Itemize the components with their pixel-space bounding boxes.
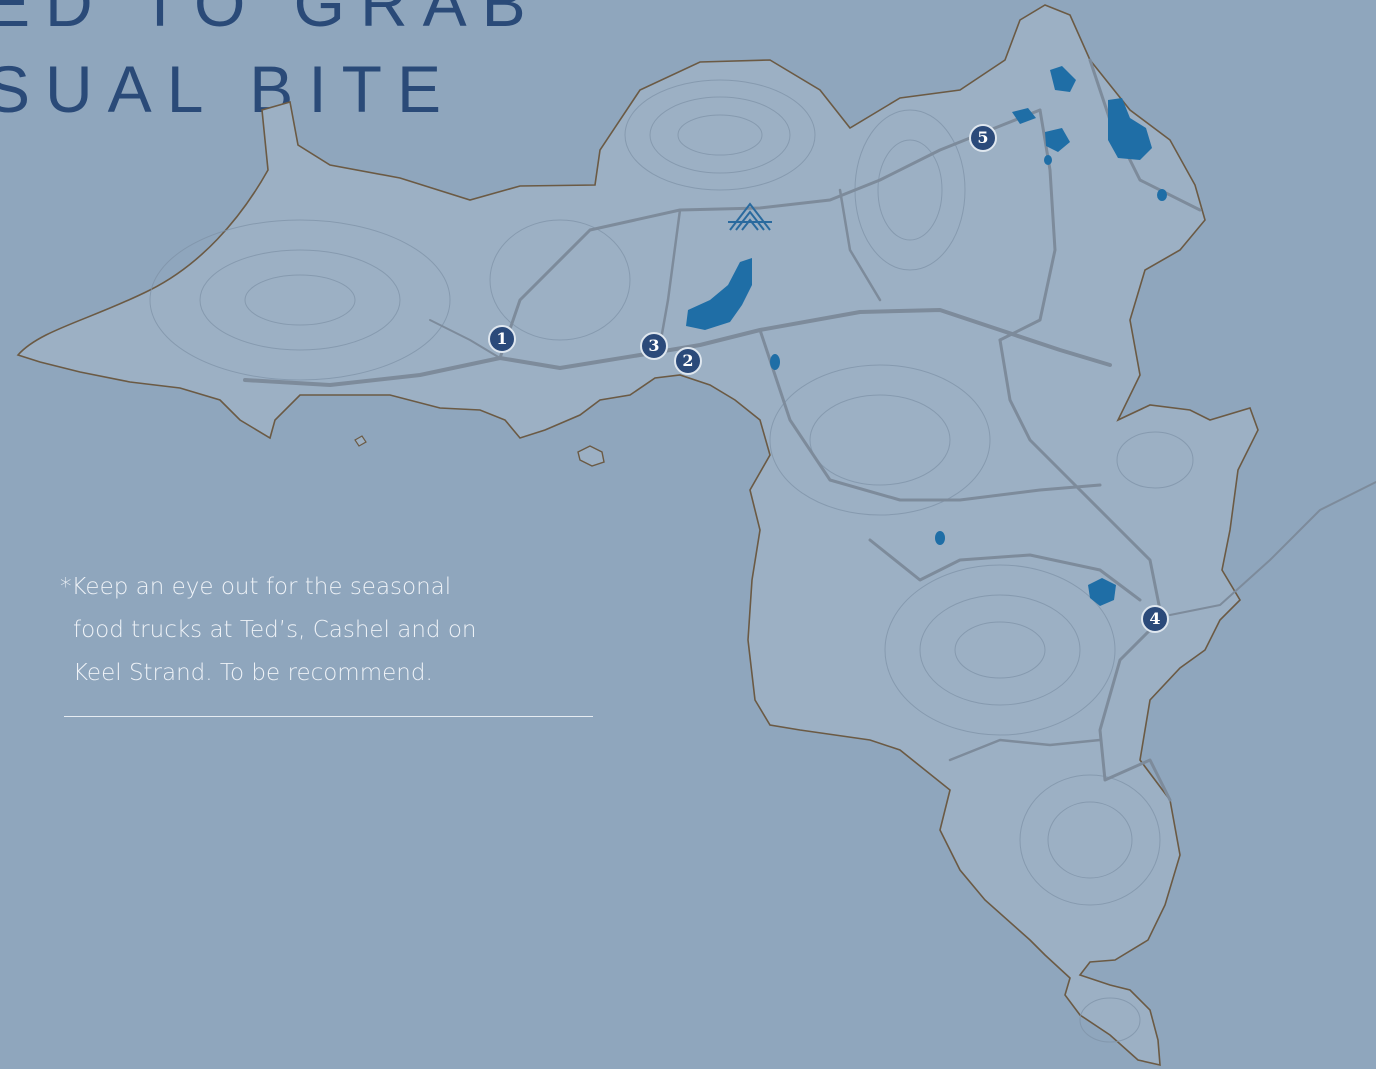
map-marker-3-label: 3 — [648, 336, 660, 355]
map-marker-2[interactable]: 2 — [674, 347, 702, 375]
page-title: ED TO GRAB SUAL BITE — [0, 0, 541, 132]
map-marker-4-label: 4 — [1149, 609, 1161, 628]
lakes — [686, 66, 1167, 606]
note-line-2: food trucks at Ted’s, Cashel and on — [73, 617, 477, 643]
lake-small-2 — [1044, 155, 1052, 165]
map-marker-3[interactable]: 3 — [640, 332, 668, 360]
map-marker-5-label: 5 — [977, 128, 989, 147]
lake-central — [686, 258, 752, 330]
lake-south — [1088, 578, 1116, 606]
map-marker-4[interactable]: 4 — [1141, 605, 1169, 633]
lake-north-3 — [1045, 128, 1070, 152]
lake-small-4 — [935, 531, 945, 545]
note-divider — [64, 716, 593, 717]
lake-north-2 — [1012, 108, 1036, 124]
note-line-3: Keel Strand. To be recommend. — [73, 660, 433, 686]
mountain-logo-icon — [728, 202, 772, 231]
page-title-line-2: SUAL BITE — [0, 52, 456, 126]
lake-small-1 — [770, 354, 780, 370]
islet-west — [577, 445, 605, 467]
islet-tiny — [354, 435, 367, 447]
map-marker-5[interactable]: 5 — [969, 124, 997, 152]
note-line-1: *Keep an eye out for the seasonal — [60, 574, 452, 600]
page-title-line-1: ED TO GRAB — [0, 0, 541, 40]
map-marker-2-label: 2 — [682, 351, 694, 370]
island-landmass — [16, 4, 1259, 1067]
lake-north-4 — [1108, 98, 1152, 160]
lake-small-3 — [1157, 189, 1167, 201]
lake-north-1 — [1050, 66, 1076, 92]
food-truck-note: *Keep an eye out for the seasonal food t… — [60, 566, 600, 695]
map-marker-1[interactable]: 1 — [488, 325, 516, 353]
map-marker-1-label: 1 — [496, 329, 508, 348]
